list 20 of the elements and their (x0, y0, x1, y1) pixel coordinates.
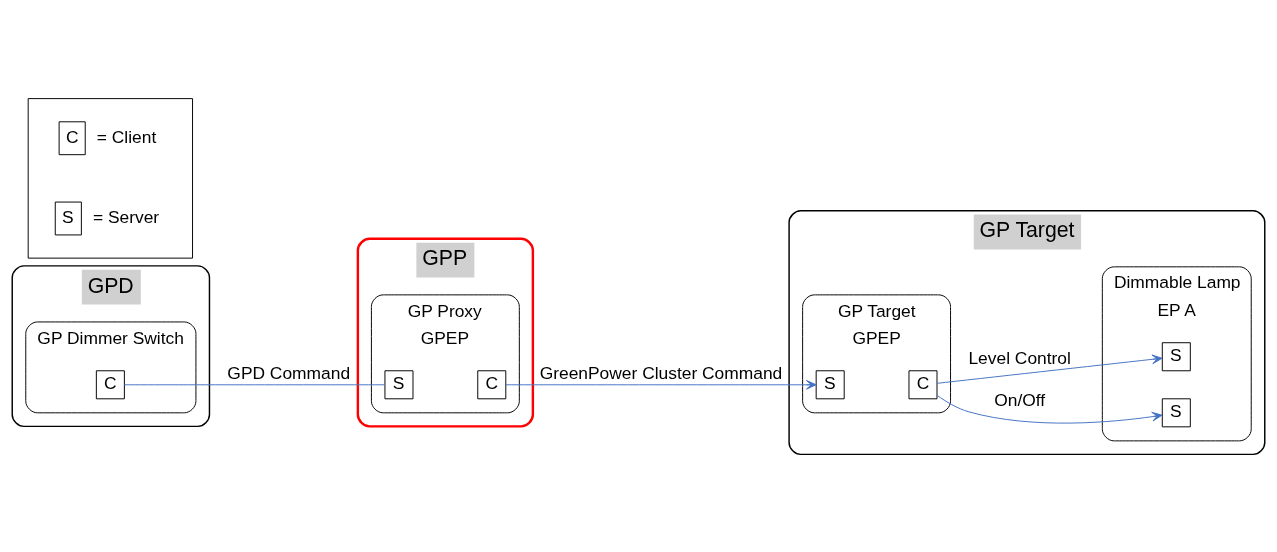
node-box: S (815, 369, 845, 399)
node-box: C (58, 120, 86, 155)
node-box: S (54, 201, 82, 235)
cluster (27, 97, 194, 259)
node-box: S (1161, 341, 1191, 371)
node-label: = Client (96, 126, 157, 146)
arrow (505, 379, 817, 390)
node-label: = Server (92, 206, 160, 227)
node-box: S (1161, 397, 1191, 427)
edge-label: GPD Command (227, 362, 351, 383)
edge-label: GreenPower Cluster Command (539, 362, 783, 383)
arrow (936, 354, 1163, 384)
node-box: C (95, 369, 125, 399)
node-box: C (477, 369, 507, 399)
node-box: S (384, 369, 414, 399)
edge-label: Level Control (968, 347, 1071, 368)
connector (123, 383, 386, 385)
arrow (936, 394, 1163, 424)
node-box: C (908, 369, 938, 399)
edge-label: On/Off (994, 389, 1046, 410)
